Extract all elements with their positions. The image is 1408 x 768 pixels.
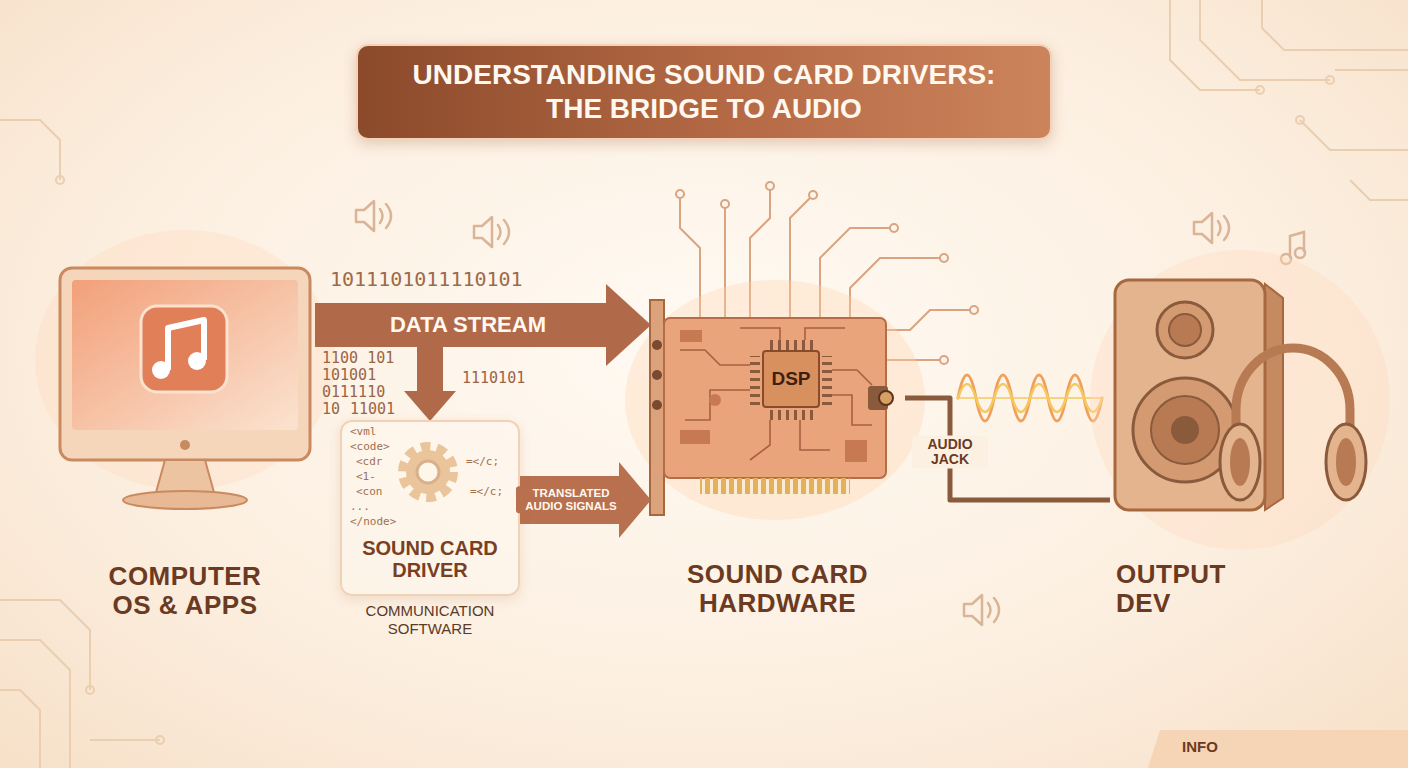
title-area: UNDERSTANDING SOUND CARD DRIVERS: THE BR…	[0, 44, 1408, 140]
node-title: SOUND CARD HARDWARE	[678, 560, 878, 618]
title-banner: UNDERSTANDING SOUND CARD DRIVERS: THE BR…	[356, 44, 1052, 140]
node-title: DSP	[771, 368, 810, 390]
info-tab	[1148, 730, 1408, 768]
node-title: COMPUTER OS & APPS	[95, 562, 275, 620]
flow-arrow	[315, 303, 606, 347]
binary-digits: 1100 101	[322, 350, 394, 367]
audio-cable	[905, 398, 1110, 500]
edge-label: AUDIO JACK	[912, 436, 988, 469]
monitor	[35, 230, 335, 509]
corner-tag: INFO	[1182, 739, 1218, 756]
code-line: <vml	[350, 426, 377, 438]
code-line: <code>	[350, 441, 390, 453]
speaker-headphones	[1090, 250, 1390, 550]
code-line: <con	[356, 486, 383, 498]
sound-wave	[958, 375, 1102, 421]
code-line: </node>	[350, 516, 396, 528]
sound-card	[625, 182, 978, 520]
binary-digits: 1011101011110101	[330, 268, 523, 290]
code-line: ...	[350, 501, 370, 513]
computer-node: COMPUTER OS & APPS	[55, 262, 315, 628]
output-node: OUTPUT DEV	[1110, 275, 1360, 626]
node-title: SOUND CARD DRIVER	[352, 537, 508, 582]
edge-label: TRANSLATED AUDIO SIGNALS	[516, 486, 626, 513]
binary-digits: 1110101	[462, 370, 525, 387]
binary-digits: 10	[322, 401, 340, 418]
dsp-chip: DSP	[762, 350, 820, 408]
binary-digits: 101001	[322, 367, 376, 384]
code-line: =</c;	[466, 456, 499, 468]
code-line: <cdr	[356, 456, 383, 468]
code-line: =</c;	[470, 486, 503, 498]
title: UNDERSTANDING SOUND CARD DRIVERS: THE BR…	[384, 58, 1024, 126]
node-subtitle: COMMUNICATION SOFTWARE	[342, 602, 518, 638]
node-title: OUTPUT DEV	[1110, 560, 1266, 618]
code-line: <1-	[356, 471, 376, 483]
edge-label: DATA STREAM	[387, 312, 549, 338]
hardware-node: SOUND CARD HARDWARE DSP	[650, 295, 905, 626]
binary-digits: 11001	[350, 401, 395, 418]
binary-digits: 0111110	[322, 384, 385, 401]
